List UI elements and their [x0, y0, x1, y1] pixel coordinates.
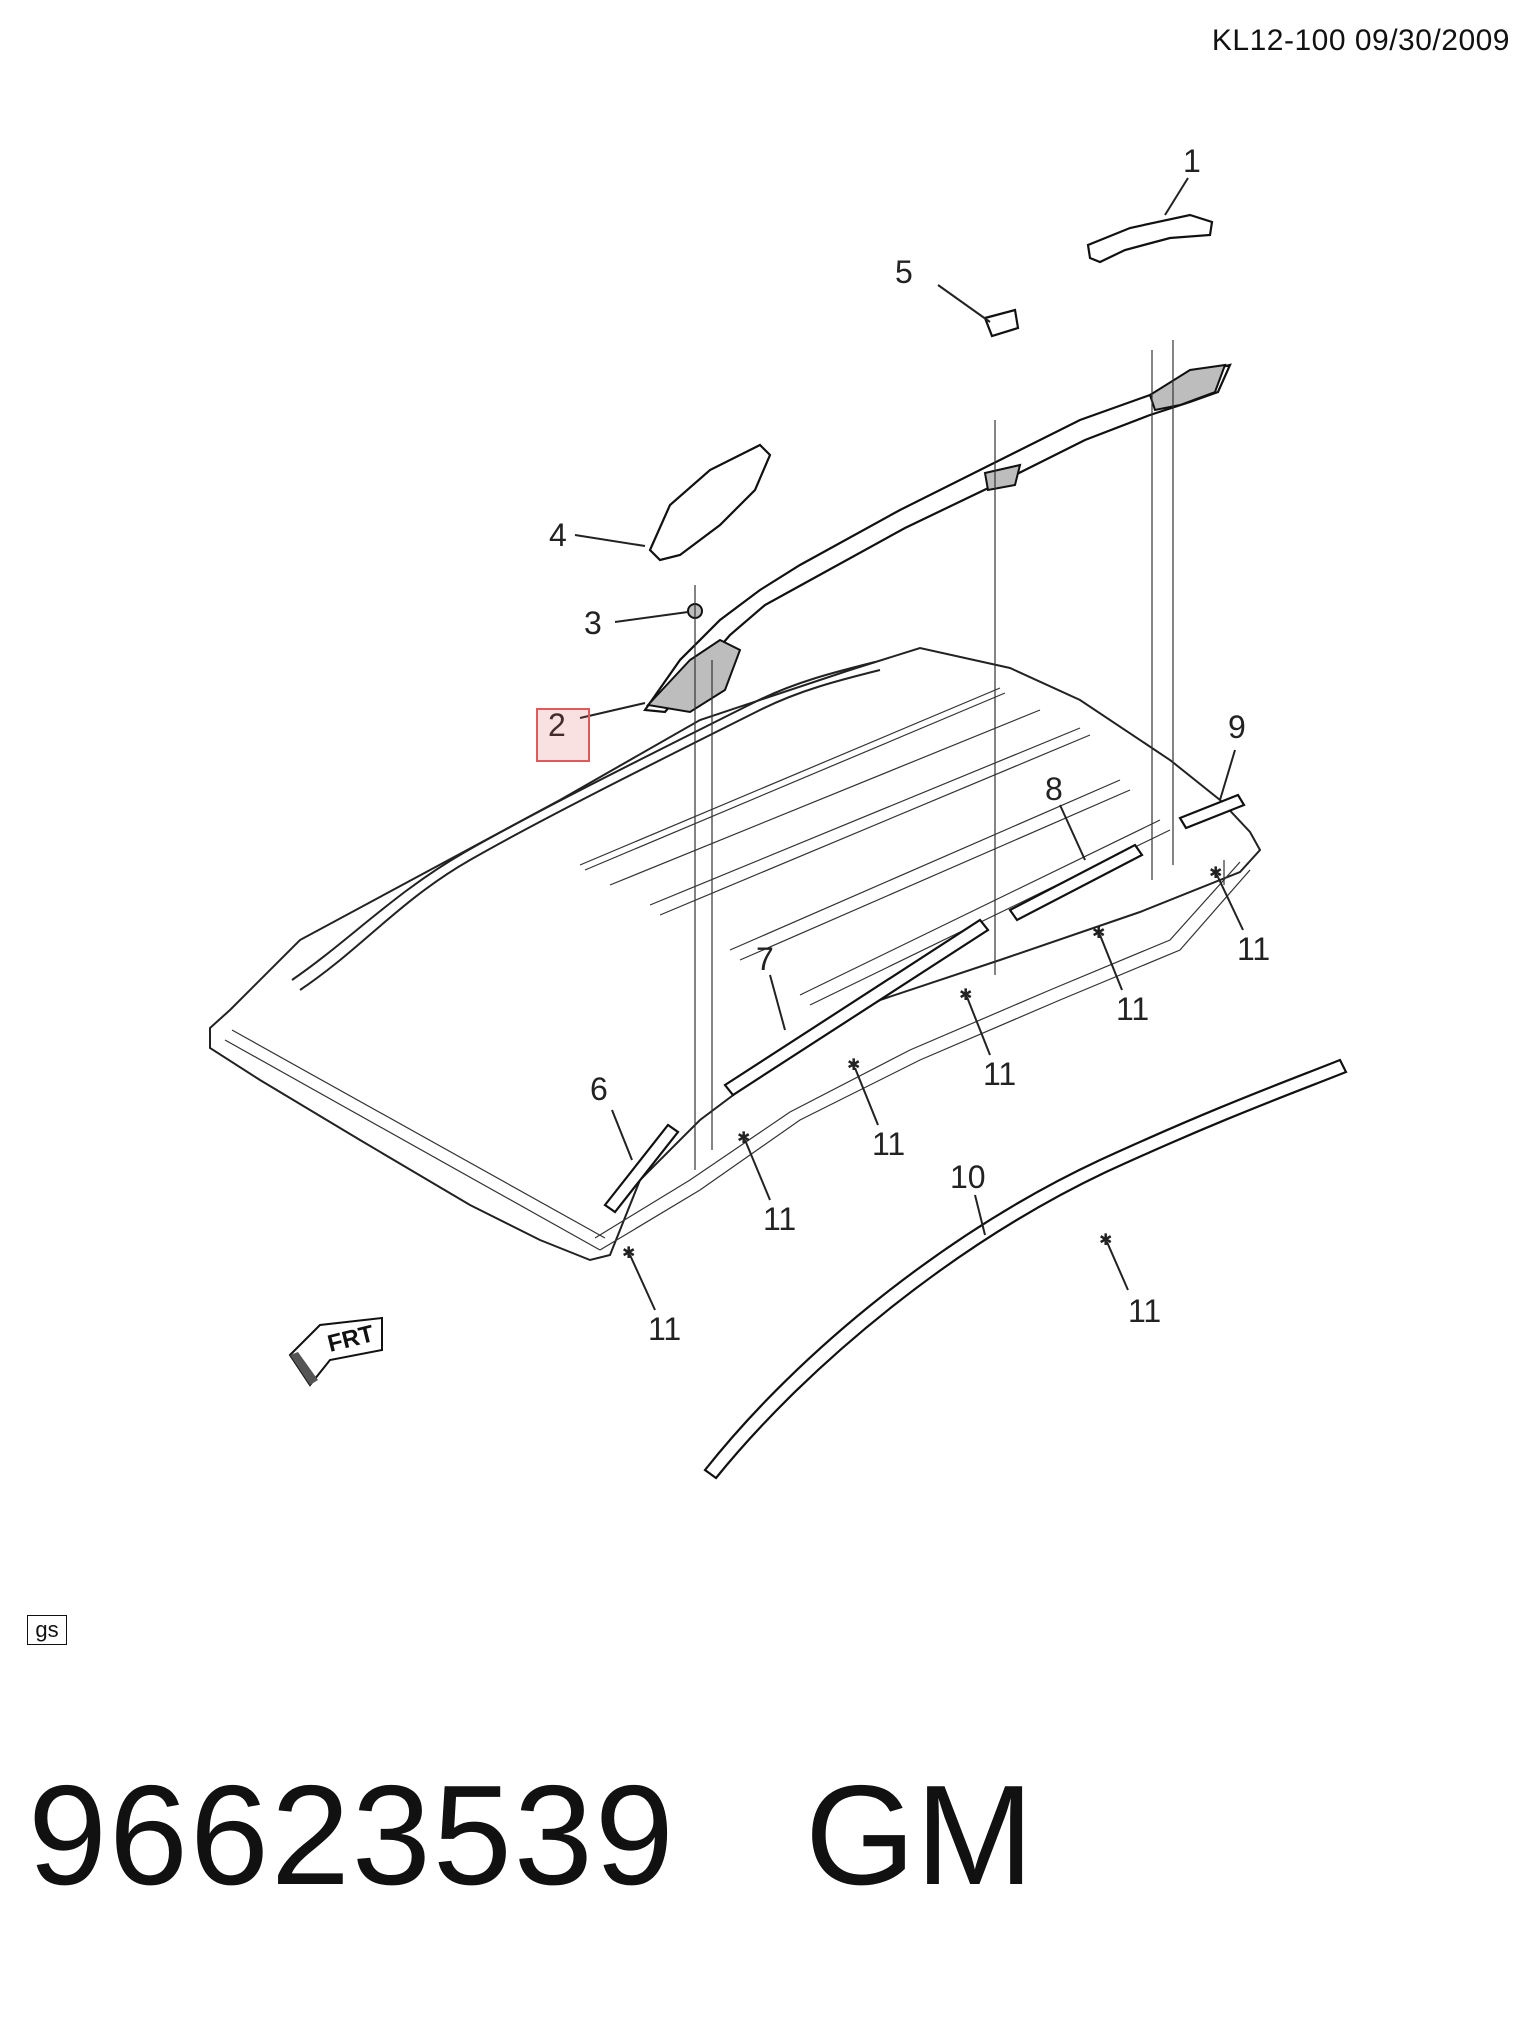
frt-arrow-icon: FRT — [288, 1316, 383, 1387]
front-end-cap — [648, 443, 772, 562]
svg-text:✱: ✱ — [1099, 1232, 1112, 1249]
roof-panel — [209, 646, 1262, 1262]
svg-text:✱: ✱ — [737, 1130, 750, 1147]
callout-3: 3 — [584, 605, 602, 641]
brand-label: GM — [805, 1756, 1034, 1915]
callout-1: 1 — [1183, 143, 1201, 179]
callout-7: 7 — [756, 941, 774, 977]
part-number: 96623539 — [28, 1756, 676, 1915]
rear-end-cap — [1086, 213, 1214, 264]
callout-11: 11 — [1237, 931, 1270, 967]
callout-11: 11 — [763, 1201, 796, 1237]
molding-10 — [703, 1058, 1348, 1480]
strip-9 — [1178, 793, 1246, 830]
callout-8: 8 — [1045, 771, 1063, 807]
leader-lines — [574, 177, 1244, 1311]
callout-2: 2 — [548, 707, 566, 743]
strip-7 — [723, 918, 990, 1097]
roof-rail — [643, 363, 1232, 714]
callout-11: 11 — [648, 1311, 681, 1347]
fastener-marks: ✱ ✱ ✱ ✱ ✱ ✱ ✱ — [622, 865, 1222, 1262]
svg-text:✱: ✱ — [622, 1245, 635, 1262]
gs-box: gs — [27, 1615, 67, 1645]
callout-4: 4 — [549, 517, 567, 553]
strip-8 — [1008, 843, 1144, 922]
clip — [983, 308, 1020, 338]
callout-10: 10 — [950, 1159, 986, 1195]
callout-9: 9 — [1228, 709, 1246, 745]
svg-text:✱: ✱ — [1092, 925, 1105, 942]
callout-6: 6 — [590, 1071, 608, 1107]
callout-11: 11 — [1116, 991, 1149, 1027]
svg-text:✱: ✱ — [847, 1057, 860, 1074]
strip-6 — [603, 1123, 680, 1214]
svg-text:✱: ✱ — [959, 987, 972, 1004]
drawing-reference: KL12-100 09/30/2009 — [1211, 24, 1510, 57]
callout-11: 11 — [872, 1126, 905, 1162]
callout-11: 11 — [983, 1056, 1016, 1092]
alignment-lines — [694, 340, 1225, 1170]
svg-text:✱: ✱ — [1209, 865, 1222, 882]
highlight-box — [536, 708, 590, 762]
callout-11: 11 — [1128, 1293, 1161, 1329]
callout-5: 5 — [895, 254, 913, 290]
